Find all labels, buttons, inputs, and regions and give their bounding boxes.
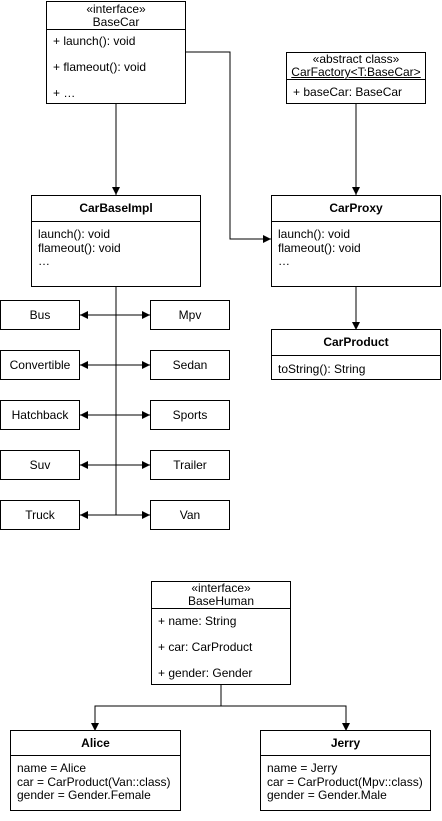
carproxy-class-box[interactable]: CarProxy launch(): void flameout(): void…	[271, 195, 441, 287]
node-hatchback[interactable]: Hatchback	[0, 400, 80, 430]
jerry-class-box[interactable]: Jerry name = Jerry car = CarProduct(Mpv:…	[260, 730, 431, 811]
basehuman-stereotype: «interface»	[191, 581, 251, 595]
basecar-stereotype: «interface»	[86, 2, 146, 16]
alice-class-box[interactable]: Alice name = Alice car = CarProduct(Van:…	[10, 730, 181, 811]
node-sedan[interactable]: Sedan	[150, 350, 230, 380]
node-trailer[interactable]: Trailer	[150, 450, 230, 480]
basecar-member-flameout: + flameout(): void	[53, 60, 147, 74]
edge-basecar-carproxy	[185, 51, 271, 243]
node-sports[interactable]: Sports	[150, 400, 230, 430]
carproduct-members: toString(): String	[278, 362, 366, 376]
carfactory-member-basecar: + baseCar: BaseCar	[293, 85, 403, 99]
node-van[interactable]: Van	[150, 500, 230, 530]
basecar-member-launch: + launch(): void	[53, 34, 136, 48]
basehuman-member-gender: + gender: Gender	[158, 666, 253, 680]
node-mpv[interactable]: Mpv	[150, 300, 230, 330]
alice-members: name = Alice car = CarProduct(Van::class…	[17, 761, 171, 802]
edge-basehuman-jerry	[221, 705, 350, 731]
alice-name: Alice	[11, 731, 180, 756]
node-suv[interactable]: Suv	[0, 450, 80, 480]
basecar-name: BaseCar	[92, 15, 140, 29]
carproduct-class-box[interactable]: CarProduct toString(): String	[271, 329, 441, 380]
jerry-members: name = Jerry car = CarProduct(Mpv::class…	[267, 761, 423, 802]
basehuman-member-name: + name: String	[158, 614, 237, 628]
node-bus[interactable]: Bus	[0, 300, 80, 330]
edge-basehuman-alice	[91, 685, 222, 731]
basecar-member-more: + …	[53, 86, 76, 100]
carfactory-name: CarFactory<T:BaseCar>	[291, 65, 421, 79]
carproxy-members: launch(): void flameout(): void …	[278, 227, 361, 268]
carfactory-stereotype: «abstract class»	[312, 52, 400, 66]
basehuman-interface-box[interactable]: «interface» BaseHuman + name: String + c…	[151, 581, 291, 685]
basehuman-member-car: + car: CarProduct	[158, 640, 253, 654]
basehuman-name: BaseHuman	[187, 594, 255, 608]
carproxy-name: CarProxy	[272, 196, 440, 222]
node-truck[interactable]: Truck	[0, 500, 80, 530]
jerry-name: Jerry	[261, 731, 430, 756]
carbaseimpl-members: launch(): void flameout(): void …	[38, 227, 121, 268]
node-convertible[interactable]: Convertible	[0, 350, 80, 380]
basecar-interface-box[interactable]: «interface» BaseCar + launch(): void + f…	[46, 1, 186, 104]
carfactory-class-box[interactable]: «abstract class» CarFactory<T:BaseCar> +…	[286, 52, 426, 104]
carproduct-name: CarProduct	[272, 330, 440, 356]
carbaseimpl-class-box[interactable]: CarBaseImpl launch(): void flameout(): v…	[31, 195, 201, 287]
carbaseimpl-name: CarBaseImpl	[32, 196, 200, 222]
